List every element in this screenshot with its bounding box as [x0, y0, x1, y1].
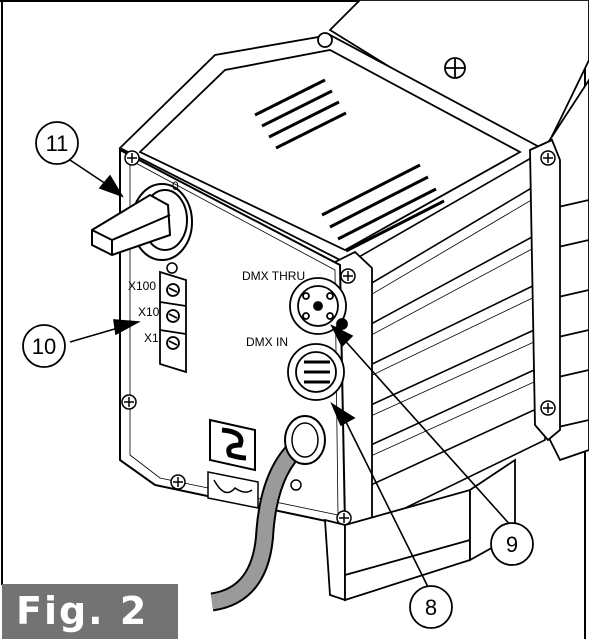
- callout-number-9: 9: [506, 532, 518, 557]
- callout-circles: [22, 121, 534, 629]
- brand-logo: [207, 471, 259, 509]
- switch-x10-label: X10: [138, 305, 160, 319]
- dial-zero-label: 0: [172, 179, 179, 193]
- callout-number-10: 10: [32, 334, 56, 359]
- front-screws: [121, 150, 556, 526]
- address-switch-strip: [159, 270, 187, 374]
- callout-circle-11: [35, 121, 79, 165]
- callout-circle-10: [22, 324, 66, 368]
- top-vents: [254, 78, 445, 253]
- side-fins: [343, 148, 546, 532]
- dmx-in-connector: [287, 343, 345, 401]
- dmx-thru-connector: [289, 277, 348, 335]
- callout-leaders: [69, 159, 514, 596]
- figure-label: Fig. 2: [2, 584, 178, 639]
- power-cable: [210, 415, 326, 612]
- switch-x100-label: X100: [128, 279, 156, 293]
- dmx-thru-label: DMX THRU: [242, 269, 305, 283]
- rotary-selector-knob: [91, 183, 193, 261]
- callout-circle-8: [409, 585, 453, 629]
- callout-number-8: 8: [425, 595, 437, 620]
- dmx-in-label: DMX IN: [246, 335, 288, 349]
- certification-logo: [209, 418, 256, 472]
- top-plate: [118, 32, 547, 267]
- switch-x1-label: X1: [144, 331, 159, 345]
- callout-number-11: 11: [46, 131, 69, 156]
- callout-circle-9: [490, 522, 534, 566]
